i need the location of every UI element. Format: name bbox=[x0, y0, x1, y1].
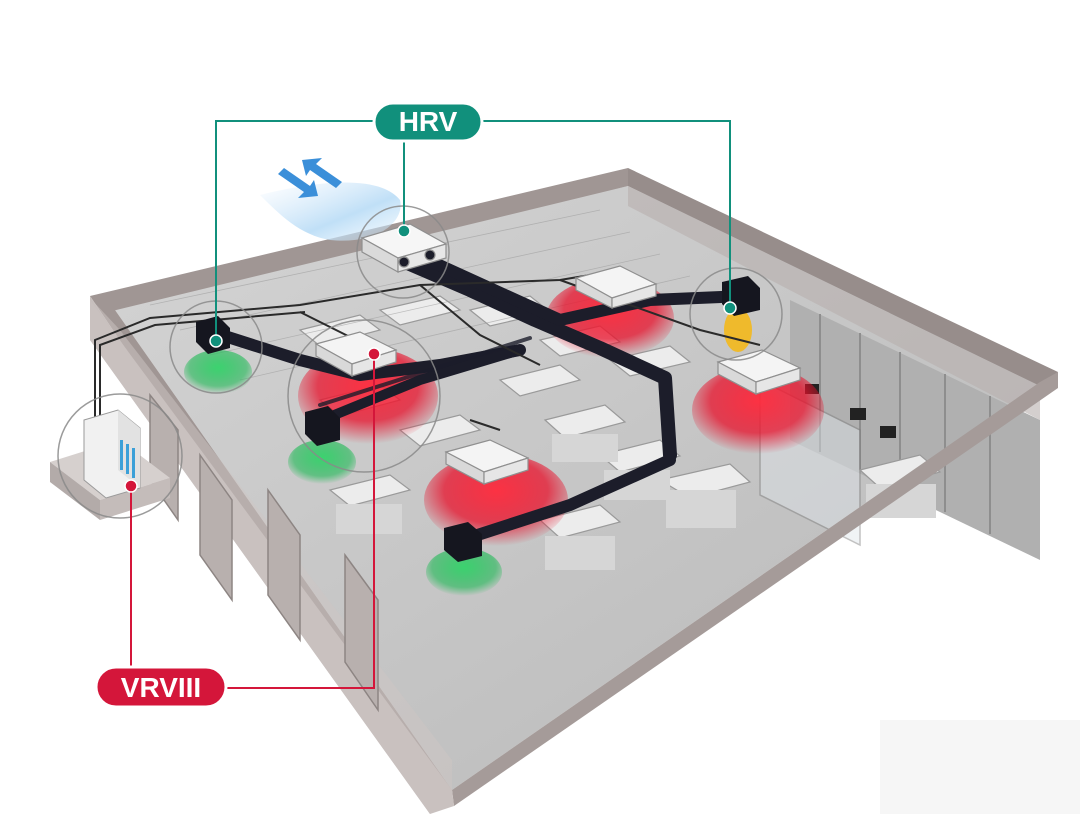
hrv-connector-dots bbox=[209, 224, 737, 348]
airflow-arrows-icon bbox=[278, 158, 342, 198]
vrv-connectors bbox=[130, 356, 375, 689]
outdoor-unit-icon bbox=[50, 409, 170, 520]
fresh-air-zones bbox=[184, 350, 502, 596]
hrv-label-text: HRV bbox=[399, 106, 458, 137]
vrv-connector-dots bbox=[124, 347, 381, 493]
vrv-label-text: VRVIII bbox=[121, 672, 201, 703]
back-wall-right-top bbox=[628, 168, 1058, 386]
hrv-unit-icon bbox=[360, 223, 448, 274]
blurred-corner bbox=[880, 720, 1080, 814]
hrv-connectors bbox=[215, 120, 731, 338]
wall-doors bbox=[149, 392, 379, 713]
indoor-cassette-icon bbox=[314, 265, 802, 485]
front-right-wall-top bbox=[452, 372, 1058, 806]
ducts bbox=[206, 254, 751, 546]
hrv-label: HRV bbox=[372, 101, 484, 143]
side-office-wall bbox=[790, 300, 1040, 560]
vrv-label: VRVIII bbox=[94, 665, 228, 709]
